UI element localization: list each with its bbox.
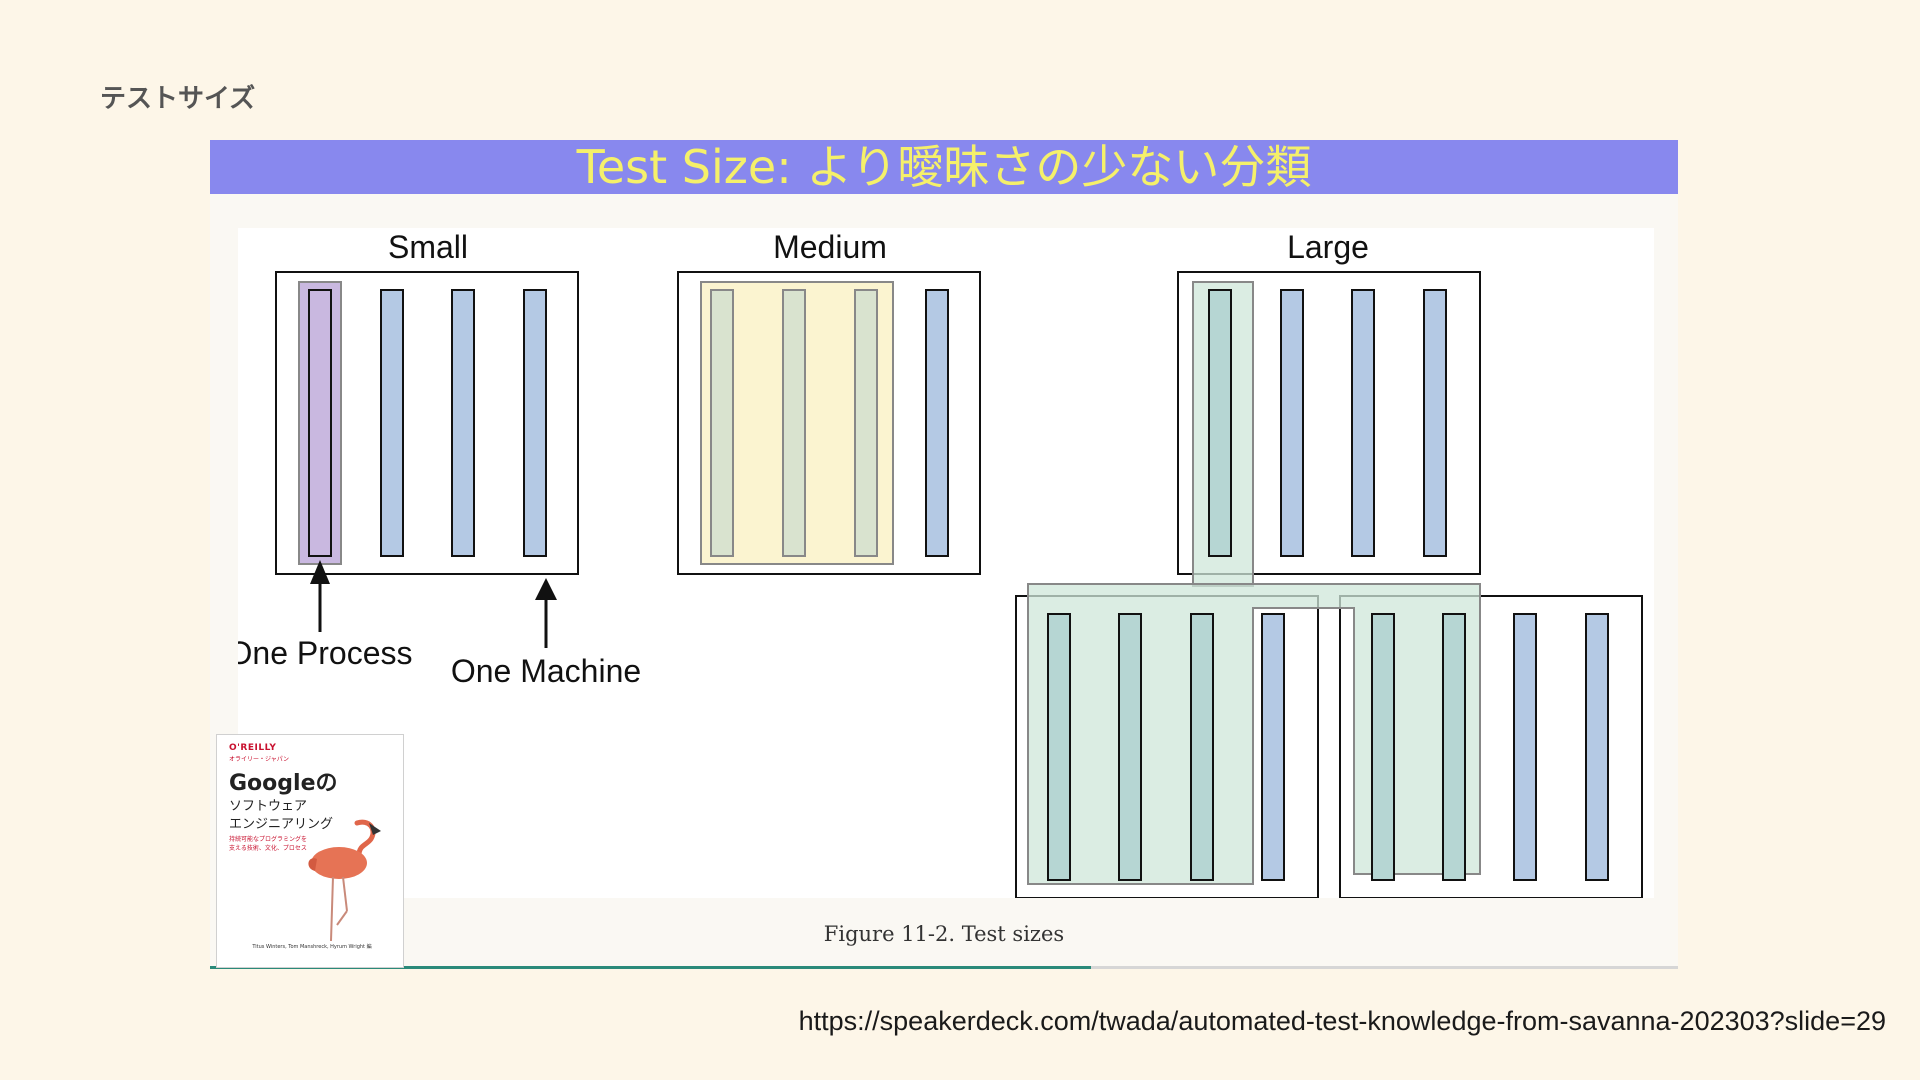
label-medium: Medium [773,229,887,265]
large-bl-bar-3 [1190,613,1214,881]
book-cover: O'REILLY オライリー・ジャパン Googleの ソフトウェア エンジニア… [216,734,404,968]
medium-process-bar-3 [854,289,878,557]
large-bl-bar-2 [1118,613,1142,881]
small-process-bar-4 [523,289,547,557]
book-publisher: O'REILLY [229,743,277,753]
book-authors: Titus Winters, Tom Manshreck, Hyrum Wrig… [252,944,372,950]
large-top-bar-1 [1208,289,1232,557]
medium-process-bar-4 [925,289,949,557]
page-title: テストサイズ [100,84,256,114]
book-title-line-1: Googleの [229,771,338,796]
one-process-arrowhead [310,560,330,584]
medium-group [677,271,981,575]
slide-progress-bar [210,966,1678,969]
label-small: Small [388,229,468,265]
small-group: One Process One Machine [238,271,641,689]
large-br-bar-1 [1371,613,1395,881]
small-process-bar-3 [451,289,475,557]
large-br-bar-3 [1513,613,1537,881]
label-large: Large [1287,229,1369,265]
large-bl-bar-1 [1047,613,1071,881]
flamingo-illustration-icon [308,819,381,942]
small-process-bar-1 [308,289,332,557]
figure-caption: Figure 11-2. Test sizes [823,922,1065,946]
large-top-bar-4 [1423,289,1447,557]
book-title-line-2: ソフトウェア [229,799,308,814]
test-size-diagram: Small Medium Large One Process One Machi… [238,229,1643,898]
large-top-bar-3 [1351,289,1375,557]
source-url-link[interactable]: https://speakerdeck.com/twada/automated-… [798,1006,1886,1036]
test-size-figure: Small Medium Large One Process One Machi… [238,228,1654,898]
one-machine-arrowhead [535,578,557,600]
label-one-machine: One Machine [451,653,641,689]
book-title-line-3: エンジニアリング [229,817,334,832]
embedded-slide: Test Size: より曖昧さの少ない分類 Small Medium Larg… [210,140,1678,968]
large-top-bar-2 [1280,289,1304,557]
large-group [1015,271,1643,898]
book-publisher-sub: オライリー・ジャパン [229,756,290,763]
slide-progress-fill [210,966,1091,969]
label-one-process: One Process [238,635,412,671]
medium-process-bar-2 [782,289,806,557]
large-br-bar-2 [1442,613,1466,881]
large-br-bar-4 [1585,613,1609,881]
medium-process-bar-1 [710,289,734,557]
slide-header: Test Size: より曖昧さの少ない分類 [210,140,1678,194]
large-highlight-bottom [1027,583,1481,885]
small-process-bar-2 [380,289,404,557]
book-subtitle: 持続可能なプログラミングを支える技術、文化、プロセス [229,836,308,852]
large-bl-bar-4 [1261,613,1285,881]
